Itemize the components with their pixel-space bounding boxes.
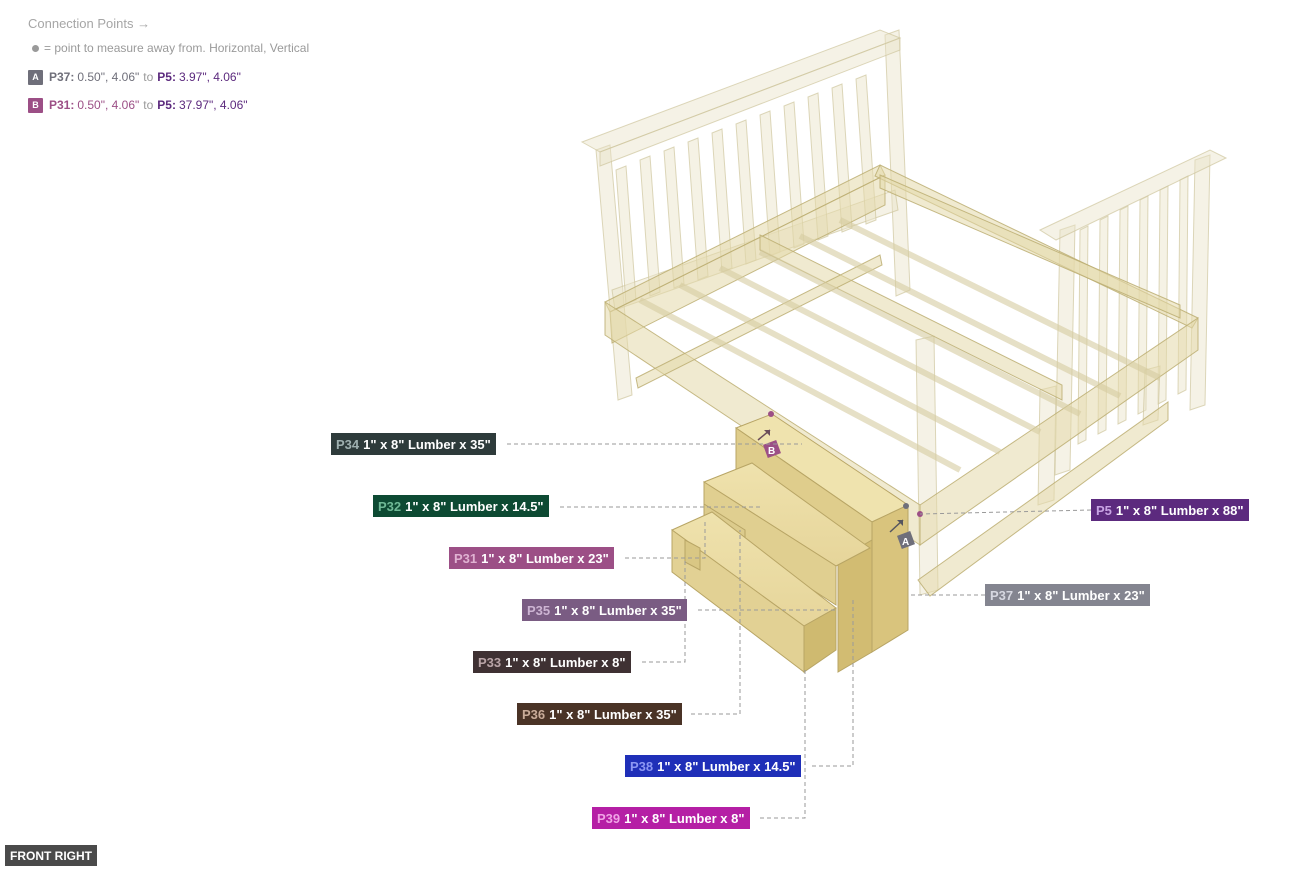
part-id: P33	[478, 654, 502, 670]
view-angle-label[interactable]: FRONT RIGHT	[5, 845, 97, 866]
connection-to-part: P5:	[157, 70, 176, 84]
part-label-p39[interactable]: P39 1" x 8" Lumber x 8"	[592, 807, 750, 829]
leader-lines	[507, 443, 1092, 819]
part-label-p38[interactable]: P38 1" x 8" Lumber x 14.5"	[625, 755, 801, 777]
connection-to-coords: 3.97", 4.06"	[178, 70, 241, 84]
part-desc: 1" x 8" Lumber x 14.5"	[657, 758, 796, 774]
part-desc: 1" x 8" Lumber x 23"	[481, 550, 609, 566]
connection-from-coords: 0.50", 4.06"	[77, 98, 140, 112]
connection-from-part: P37:	[49, 70, 75, 84]
part-label-p31[interactable]: P31 1" x 8" Lumber x 23"	[449, 547, 614, 569]
part-desc: 1" x 8" Lumber x 35"	[363, 436, 491, 452]
connection-to-coords: 37.97", 4.06"	[178, 98, 248, 112]
part-id: P35	[527, 602, 551, 618]
part-id: P32	[378, 498, 402, 514]
marker-a-letter: A	[902, 537, 909, 548]
part-label-p32[interactable]: P32 1" x 8" Lumber x 14.5"	[373, 495, 549, 517]
steps-assembly	[671, 413, 910, 674]
connection-badge-a: A	[28, 69, 43, 85]
connection-to-word: to	[143, 98, 154, 112]
part-id: P31	[454, 550, 478, 566]
part-label-p37[interactable]: P37 1" x 8" Lumber x 23"	[985, 584, 1150, 606]
part-id: P39	[597, 810, 621, 826]
part-label-p36[interactable]: P36 1" x 8" Lumber x 35"	[517, 703, 682, 725]
connection-row-a: A P37: 0.50", 4.06" to P5: 3.97", 4.06"	[28, 69, 309, 85]
legend-note: = point to measure away from. Horizontal…	[28, 41, 309, 55]
connection-from-coords: 0.50", 4.06"	[77, 70, 140, 84]
ghost-deck-slats	[638, 217, 1162, 473]
connection-to-word: to	[143, 70, 154, 84]
part-id: P5	[1096, 502, 1112, 518]
marker-b-letter: B	[768, 446, 775, 457]
part-desc: 1" x 8" Lumber x 14.5"	[405, 498, 544, 514]
part-label-p5[interactable]: P5 1" x 8" Lumber x 88"	[1091, 499, 1249, 521]
part-desc: 1" x 8" Lumber x 23"	[1017, 587, 1145, 603]
connection-point-b[interactable]	[757, 411, 781, 458]
connection-points-legend: Connection Points → = point to measure a…	[28, 16, 309, 125]
part-label-p33[interactable]: P33 1" x 8" Lumber x 8"	[473, 651, 631, 673]
part-desc: 1" x 8" Lumber x 8"	[624, 810, 745, 826]
part-desc: 1" x 8" Lumber x 88"	[1115, 502, 1244, 518]
part-label-p34[interactable]: P34 1" x 8" Lumber x 35"	[331, 433, 496, 455]
connection-from-part: P31:	[49, 98, 75, 112]
connection-badge-b: B	[28, 97, 43, 113]
part-label-p35[interactable]: P35 1" x 8" Lumber x 35"	[522, 599, 687, 621]
legend-title: Connection Points →	[28, 16, 151, 31]
connection-point-a[interactable]	[889, 503, 923, 549]
connection-to-part: P5:	[157, 98, 176, 112]
part-desc: 1" x 8" Lumber x 8"	[505, 654, 626, 670]
part-desc: 1" x 8" Lumber x 35"	[554, 602, 682, 618]
part-id: P34	[336, 436, 360, 452]
part-id: P36	[522, 706, 546, 722]
legend-note-text: = point to measure away from. Horizontal…	[44, 41, 310, 55]
connection-row-b: B P31: 0.50", 4.06" to P5: 37.97", 4.06"	[28, 97, 309, 113]
part-id: P37	[990, 587, 1014, 603]
part-desc: 1" x 8" Lumber x 35"	[549, 706, 677, 722]
part-id: P38	[630, 758, 654, 774]
measure-point-dot-icon	[32, 44, 39, 52]
